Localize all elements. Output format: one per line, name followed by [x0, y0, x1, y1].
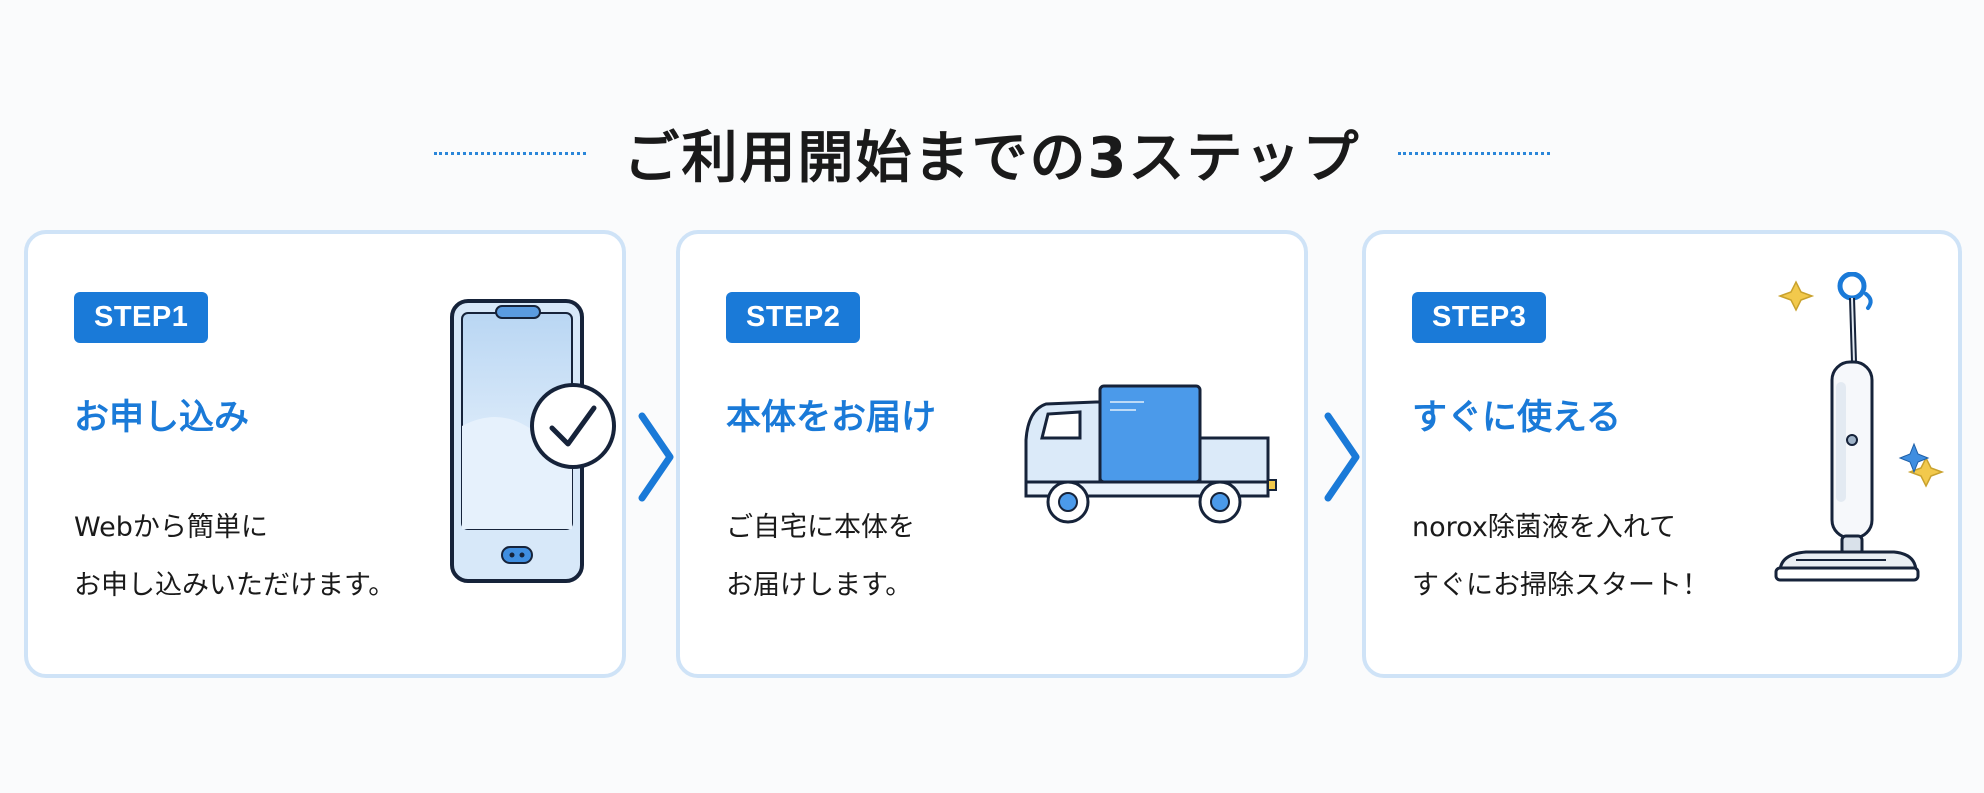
delivery-truck-icon [1024, 384, 1277, 524]
section-header: ご利用開始までの3ステップ [0, 118, 1984, 191]
description-line: すぐにお掃除スタート！ [1412, 570, 1709, 601]
step-card-3: STEP3 すぐに使える norox除菌液を入れて すぐにお掃除スタート！ [1362, 230, 1962, 678]
description-line: ご自宅に本体を [726, 512, 915, 543]
step-title: すぐに使える [1412, 398, 1621, 438]
description-line: お届けします。 [726, 570, 913, 601]
step-card-2: STEP2 本体をお届け ご自宅に本体を お届けします。 [676, 230, 1308, 678]
step-title: 本体をお届け [726, 398, 937, 438]
page-title: ご利用開始までの3ステップ [623, 125, 1361, 191]
step-title: お申し込み [74, 398, 250, 438]
step-badge: STEP2 [726, 292, 861, 343]
step-badge: STEP1 [74, 292, 209, 343]
description-line: お申し込みいただけます。 [74, 570, 396, 601]
description-line: norox除菌液を入れて [1412, 512, 1676, 543]
step-card-1: STEP1 お申し込み Webから簡単に お申し込みいただけます。 [24, 230, 626, 678]
title-right-dotted-line [1398, 151, 1551, 155]
smartphone-check-icon [450, 299, 616, 583]
chevron-right-icon [1324, 412, 1360, 502]
step-description: Webから簡単に お申し込みいただけます。 [74, 499, 395, 615]
step-description: ご自宅に本体を お届けします。 [726, 499, 915, 615]
description-line: Webから簡単に [74, 512, 268, 543]
stick-cleaner-icon [1774, 272, 1945, 582]
chevron-right-icon [638, 412, 674, 502]
step-description: norox除菌液を入れて すぐにお掃除スタート！ [1412, 499, 1709, 615]
title-left-dotted-line [433, 151, 586, 155]
step-badge: STEP3 [1412, 292, 1547, 343]
